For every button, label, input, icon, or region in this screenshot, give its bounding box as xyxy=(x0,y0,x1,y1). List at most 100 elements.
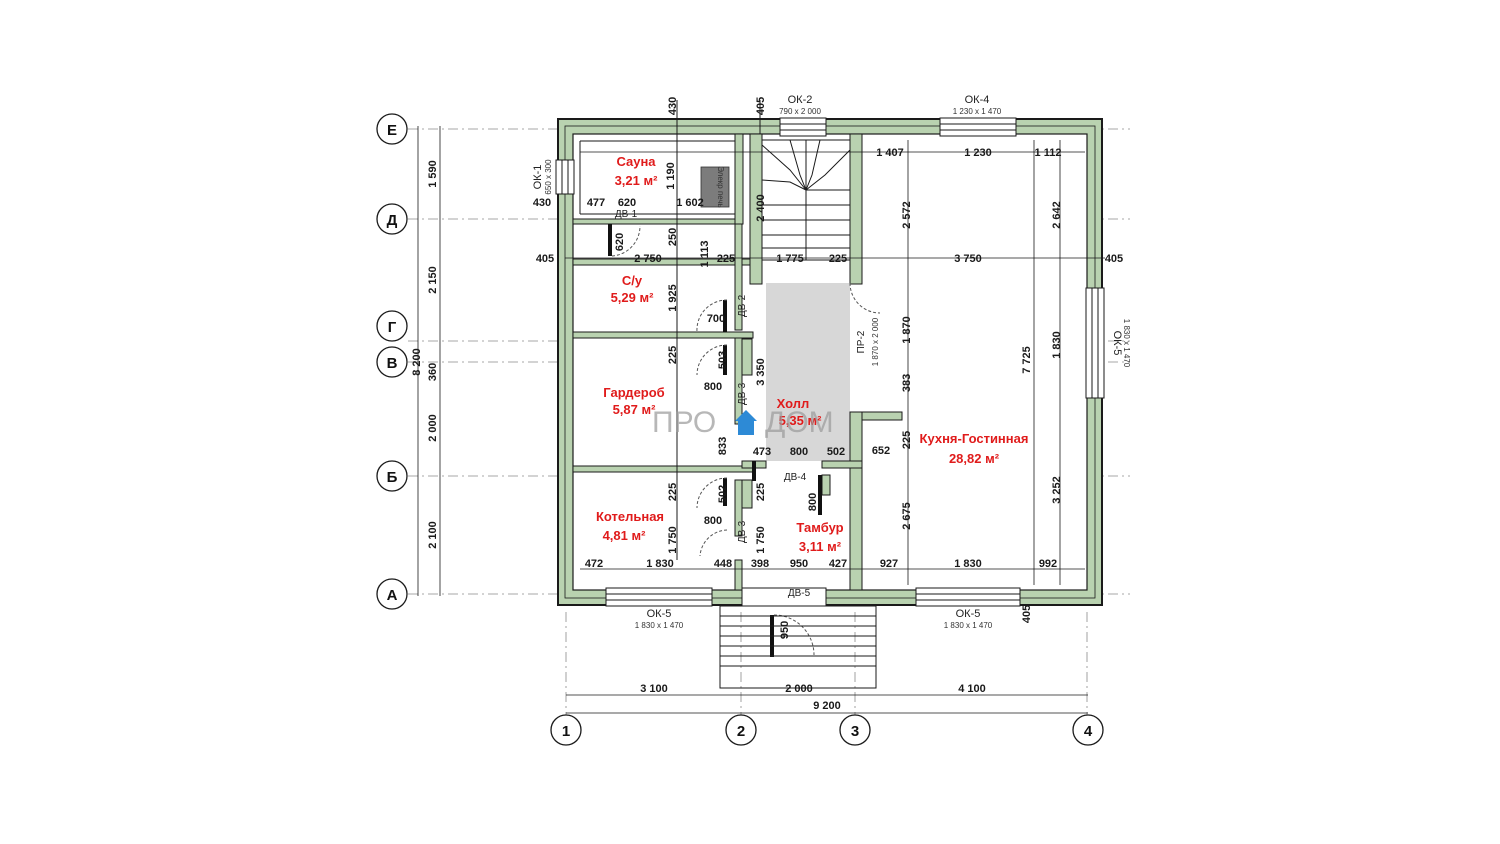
dim-1112: 1 112 xyxy=(1035,147,1062,159)
dim-225c: 225 xyxy=(667,346,679,364)
dim-448: 448 xyxy=(714,558,732,570)
room-boiler-name: Котельная xyxy=(596,509,664,524)
dim-405-right: 405 xyxy=(1105,253,1123,265)
dim-2642: 2 642 xyxy=(1051,201,1063,229)
dim-left-360: 360 xyxy=(427,363,439,381)
dim-398: 398 xyxy=(751,558,769,570)
room-hall-area: 5,35 м² xyxy=(779,413,823,428)
dim-7725: 7 725 xyxy=(1021,346,1033,374)
dim-1775: 1 775 xyxy=(776,253,804,265)
dim-700: 700 xyxy=(707,313,725,325)
dim-503: 503 xyxy=(717,351,729,369)
electric-stove xyxy=(700,166,730,208)
dim-overall-height: 8 200 xyxy=(411,348,423,376)
dim-left-1590: 1 590 xyxy=(427,160,439,188)
window-ok2-name: ОК-2 xyxy=(788,94,813,106)
dim-800b: 800 xyxy=(790,446,808,458)
axis-label-d: Д xyxy=(387,212,398,229)
window-ok4-name: ОК-4 xyxy=(965,94,990,106)
dim-3750: 3 750 xyxy=(954,253,982,265)
dim-2400: 2 400 xyxy=(755,194,767,222)
room-boiler-area: 4,81 м² xyxy=(603,528,647,543)
axis-label-g: Г xyxy=(388,319,397,336)
dim-800a: 800 xyxy=(704,381,722,393)
hall-floor xyxy=(766,283,850,461)
door-pr2: ПР-2 xyxy=(856,330,867,353)
axis-label-b: Б xyxy=(387,469,398,486)
window-ok5-left-size: 1 830 x 1 470 xyxy=(635,621,684,630)
dim-620a: 620 xyxy=(618,197,636,209)
window-ok4-size: 1 230 x 1 470 xyxy=(953,107,1002,116)
door-dv1: ДВ-1 xyxy=(615,209,638,220)
dim-430: 430 xyxy=(533,197,551,209)
axis-label-v: В xyxy=(387,355,398,372)
room-bathroom-name: С/у xyxy=(622,273,643,288)
window-ok5-br-name: ОК-5 xyxy=(956,608,981,620)
dim-bottom-4100: 4 100 xyxy=(958,683,986,695)
dim-1925: 1 925 xyxy=(667,284,679,312)
watermark-right: ДОМ xyxy=(765,406,834,439)
dim-1602: 1 602 xyxy=(676,197,704,209)
dim-1407: 1 407 xyxy=(876,147,904,159)
dim-top-405: 405 xyxy=(755,97,767,115)
dim-502a: 502 xyxy=(827,446,845,458)
dim-225f: 225 xyxy=(755,483,767,501)
dim-2572: 2 572 xyxy=(901,201,913,229)
dim-225d: 225 xyxy=(901,431,913,449)
dim-800c: 800 xyxy=(807,493,819,511)
axis-label-1: 1 xyxy=(562,723,570,740)
interior-walls xyxy=(572,133,903,591)
room-hall-name: Холл xyxy=(777,396,810,411)
dim-477: 477 xyxy=(587,197,605,209)
entrance-steps xyxy=(719,605,877,689)
dim-top-430: 430 xyxy=(667,97,679,115)
dim-950b: 950 xyxy=(779,621,791,639)
door-dv5: ДВ-5 xyxy=(788,588,811,599)
door-dv3b: ДВ-3 xyxy=(737,520,748,543)
dim-652: 652 xyxy=(872,445,890,457)
axis-label-4: 4 xyxy=(1084,723,1093,740)
room-kitchen-area: 28,82 м² xyxy=(949,451,1000,466)
dim-225b: 225 xyxy=(829,253,847,265)
dim-1870: 1 870 xyxy=(901,316,913,344)
window-ok2-size: 790 x 2 000 xyxy=(779,107,821,116)
room-kitchen-name: Кухня-Гостинная xyxy=(920,431,1029,446)
axis-label-a: А xyxy=(387,587,398,604)
dim-472: 472 xyxy=(585,558,603,570)
dim-950a: 950 xyxy=(790,558,808,570)
dim-1190: 1 190 xyxy=(665,162,677,190)
dim-1230: 1 230 xyxy=(964,147,992,159)
room-sauna-name: Сауна xyxy=(616,154,656,169)
room-wardrobe-name: Гардероб xyxy=(603,385,664,400)
window-ok1-name: ОК-1 xyxy=(532,165,544,190)
dim-502b: 502 xyxy=(717,485,729,503)
door-dv4: ДВ-4 xyxy=(784,472,807,483)
dim-473: 473 xyxy=(753,446,771,458)
dim-3252: 3 252 xyxy=(1051,476,1063,504)
dim-2750: 2 750 xyxy=(634,253,662,265)
axis-label-3: 3 xyxy=(851,723,859,740)
dim-927: 927 xyxy=(880,558,898,570)
room-sauna-area: 3,21 м² xyxy=(615,173,659,188)
dim-405-left: 405 xyxy=(536,253,554,265)
dim-bottom-2000: 2 000 xyxy=(785,683,813,695)
window-ok5-br-size: 1 830 x 1 470 xyxy=(944,621,993,630)
window-ok1-size: 650 x 300 xyxy=(544,159,553,195)
dim-225e: 225 xyxy=(667,483,679,501)
dim-250: 250 xyxy=(667,228,679,246)
axis-label-e: Е xyxy=(387,122,397,139)
dim-left-2000: 2 000 xyxy=(427,414,439,442)
room-vestibule-area: 3,11 м² xyxy=(799,539,842,554)
dim-620b: 620 xyxy=(614,233,626,251)
dim-225a: 225 xyxy=(717,253,735,265)
room-bathroom-area: 5,29 м² xyxy=(611,290,655,305)
dim-1830b: 1 830 xyxy=(954,558,982,570)
dim-left-2100: 2 100 xyxy=(427,521,439,549)
dim-2675: 2 675 xyxy=(901,502,913,530)
dim-1830a: 1 830 xyxy=(646,558,674,570)
axis-label-2: 2 xyxy=(737,723,745,740)
dim-800d: 800 xyxy=(704,515,722,527)
dim-833: 833 xyxy=(717,437,729,455)
dim-left-2150: 2 150 xyxy=(427,266,439,294)
